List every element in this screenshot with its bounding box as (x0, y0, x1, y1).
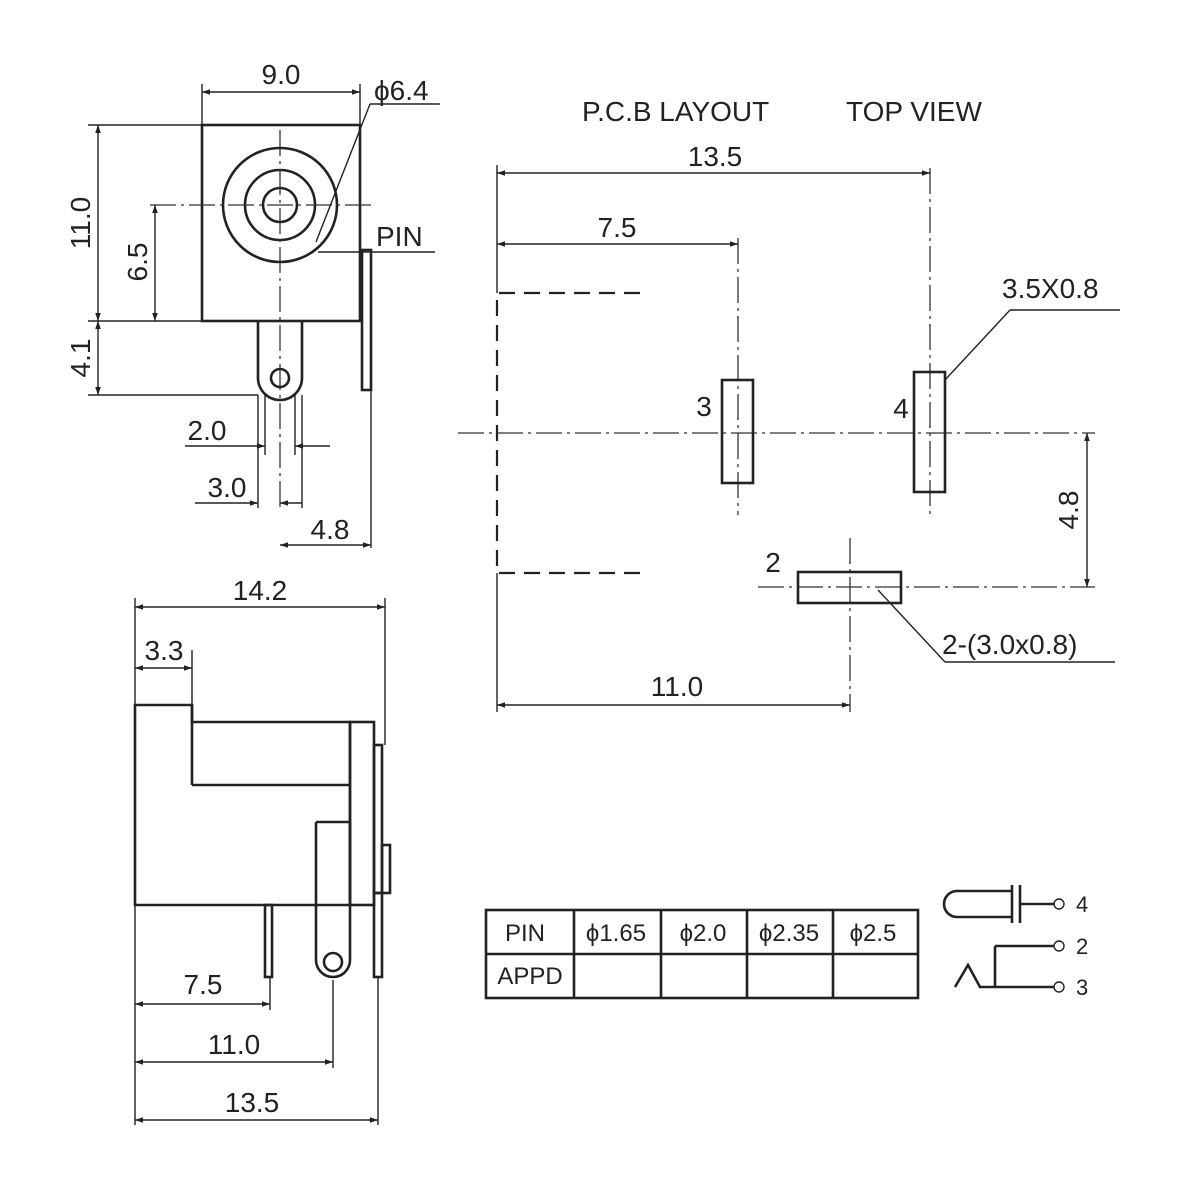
jack-body-side (133, 703, 352, 907)
front-side-pin (360, 248, 373, 392)
dim-height-front: 11.0 (65, 197, 96, 249)
schematic-pin4: 4 (1076, 892, 1088, 917)
side-pin-4 (372, 891, 384, 979)
pad-4 (912, 370, 947, 494)
table-header-4: ϕ2.5 (850, 920, 897, 947)
pad-3-label: 3 (696, 391, 712, 422)
table-header-pin: PIN (505, 920, 545, 947)
table-header-3: ϕ2.35 (759, 920, 819, 947)
pcb-dim-total: 13.5 (688, 141, 743, 172)
pad-3 (720, 378, 755, 485)
pcb-dim-pin3: 7.5 (598, 212, 637, 243)
pcb-subtitle: TOP VIEW (846, 96, 982, 127)
dim-side-pin3: 7.5 (184, 969, 223, 1000)
pad2-size-label: 2-(3.0x0.8) (942, 629, 1077, 660)
pcb-dim-offset: 4.8 (1053, 491, 1084, 530)
dim-side-pin2: 11.0 (208, 1029, 260, 1060)
dim-c: 4.8 (311, 514, 350, 545)
pcb-dim-pin2: 11.0 (651, 671, 703, 702)
jack-body-front (200, 123, 362, 323)
pad-2 (796, 570, 903, 605)
side-pin-2-lug (314, 820, 352, 979)
dim-diameter: ϕ6.4 (374, 75, 429, 106)
dim-side-length: 14.2 (233, 575, 288, 606)
front-bottom-lug (256, 321, 304, 402)
dim-side-pin4: 13.5 (225, 1087, 280, 1118)
pad-size-label: 3.5X0.8 (1002, 273, 1099, 304)
dim-width-front: 9.0 (262, 59, 301, 90)
front-view: 9.0 ϕ6.4 11.0 6.5 4.1 PIN 2.0 3.0 (65, 59, 440, 548)
pcb-layout: P.C.B LAYOUT TOP VIEW 13.5 7.5 3 4 2 3.5… (458, 96, 1120, 712)
pin-table: PIN ϕ1.65 ϕ2.0 ϕ2.35 ϕ2.5 APPD (484, 908, 920, 1000)
dim-pin-length: 4.1 (65, 339, 96, 378)
schematic-symbol: 4 2 3 (942, 885, 1088, 1000)
pad-2-label: 2 (765, 547, 781, 578)
side-pin-3 (263, 903, 274, 979)
table-header-1: ϕ1.65 (586, 920, 646, 947)
table-row-label: APPD (497, 963, 562, 990)
schematic-pin2: 2 (1076, 934, 1088, 959)
pcb-title: P.C.B LAYOUT (582, 96, 769, 127)
pin-label: PIN (376, 221, 423, 252)
dim-a: 2.0 (188, 415, 227, 446)
pad-4-label: 4 (893, 393, 909, 424)
spring-contact (953, 962, 1054, 989)
schematic-pin3: 3 (1076, 975, 1088, 1000)
dim-center-height: 6.5 (122, 243, 153, 282)
dim-step: 3.3 (145, 635, 184, 666)
table-header-2: ϕ2.0 (680, 920, 727, 947)
plug-symbol (942, 889, 1012, 919)
dim-b: 3.0 (208, 472, 247, 503)
side-view: 14.2 3.3 7.5 11.0 13.5 (133, 575, 392, 1125)
